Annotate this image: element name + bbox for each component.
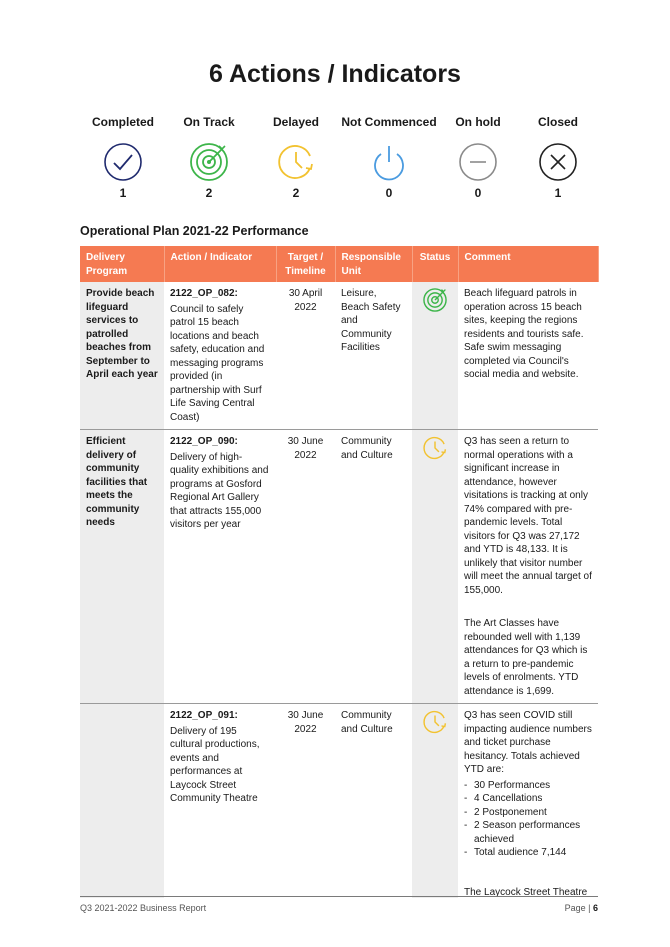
legend-label: On hold <box>455 114 501 129</box>
comment-cell: Q3 has seen a return to normal operation… <box>458 429 598 704</box>
status-cell <box>412 429 458 704</box>
legend-count: 1 <box>554 186 562 200</box>
target-cell: 30 April 2022 <box>276 282 335 430</box>
table-header-row: Delivery Program Action / Indicator Targ… <box>80 246 599 282</box>
x-circle-icon <box>508 140 608 184</box>
list-item: 4 Cancellations <box>464 792 592 806</box>
page-footer: Q3 2021-2022 Business Report Page | 6 <box>80 896 598 913</box>
legend-count: 0 <box>385 186 393 200</box>
target-icon <box>159 140 259 184</box>
table-row: 2122_OP_091: Delivery of 195 cultural pr… <box>80 703 598 898</box>
clock-arrow-icon <box>422 436 448 464</box>
program-cell: Provide beach lifeguard services to patr… <box>80 282 164 430</box>
action-cell: 2122_OP_091: Delivery of 195 cultural pr… <box>164 703 276 898</box>
section-title: Operational Plan 2021-22 Performance <box>80 224 309 238</box>
header-action: Action / Indicator <box>164 246 277 282</box>
footer-page-number: 6 <box>592 903 598 913</box>
legend-on-track: On Track 2 <box>159 104 259 201</box>
header-comment: Comment <box>458 246 599 282</box>
header-unit: Responsible Unit <box>335 246 413 282</box>
target-cell: 30 June 2022 <box>276 703 335 898</box>
legend-not-commenced: Not Commenced 0 <box>339 104 439 201</box>
status-cell <box>412 703 458 898</box>
legend-label: Completed <box>91 114 154 129</box>
table-row: Provide beach lifeguard services to patr… <box>80 282 598 430</box>
comment-bullets: 30 Performances 4 Cancellations 2 Postpo… <box>464 779 592 860</box>
action-code: 2122_OP_082: <box>170 288 238 299</box>
footer-report-name: Q3 2021-2022 Business Report <box>80 903 207 913</box>
performance-table: Delivery Program Action / Indicator Targ… <box>80 246 599 898</box>
power-icon <box>339 140 439 184</box>
comment-cell: Beach lifeguard patrols in operation acr… <box>458 282 598 430</box>
legend-label: Not Commenced <box>341 114 437 129</box>
action-cell: 2122_OP_090: Delivery of high-quality ex… <box>164 429 276 704</box>
target-cell: 30 June 2022 <box>276 429 335 704</box>
comment-text: Q3 has seen COVID still impacting audien… <box>464 710 592 775</box>
program-cell: Efficient delivery of community faciliti… <box>80 429 164 704</box>
comment-text: Q3 has seen a return to normal operation… <box>464 436 592 596</box>
comment-text: The Laycock Street Theatre building has … <box>464 886 588 898</box>
action-code: 2122_OP_091: <box>170 710 238 721</box>
comment-text: The Art Classes have rebounded well with… <box>464 618 588 697</box>
action-code: 2122_OP_090: <box>170 436 238 447</box>
status-legend: Completed 1 On Track 2 Delayed 2 Not Com… <box>73 104 608 201</box>
action-cell: 2122_OP_082: Council to safely patrol 15… <box>164 282 276 430</box>
target-icon <box>422 288 448 316</box>
page-title: 6 Actions / Indicators <box>209 60 461 88</box>
header-program: Delivery Program <box>80 246 165 282</box>
footer-page: Page | 6 <box>565 903 598 913</box>
table-row: Efficient delivery of community faciliti… <box>80 429 598 704</box>
comment-cell: Q3 has seen COVID still impacting audien… <box>458 703 598 898</box>
unit-cell: Community and Culture <box>335 429 412 704</box>
status-cell <box>412 282 458 430</box>
list-item: Total audience 7,144 <box>464 846 592 860</box>
legend-label: Closed <box>537 114 578 129</box>
list-item: 2 Postponement <box>464 806 592 820</box>
legend-completed: Completed 1 <box>73 104 173 201</box>
list-item: 2 Season performances achieved <box>464 819 592 846</box>
header-target: Target / Timeline <box>276 246 336 282</box>
legend-label: Delayed <box>272 114 320 129</box>
check-circle-icon <box>73 140 173 184</box>
legend-on-hold: On hold 0 <box>428 104 528 201</box>
minus-circle-icon <box>428 140 528 184</box>
list-item: 30 Performances <box>464 779 592 793</box>
clock-arrow-icon <box>422 710 448 738</box>
legend-count: 2 <box>205 186 213 200</box>
action-text: Delivery of high-quality exhibitions and… <box>170 451 269 531</box>
program-cell <box>80 703 164 898</box>
legend-count: 2 <box>292 186 300 200</box>
legend-label: On Track <box>183 114 235 129</box>
legend-delayed: Delayed 2 <box>246 104 346 201</box>
header-status: Status <box>412 246 459 282</box>
page-content: 6 Actions / Indicators Completed 1 On Tr… <box>0 0 670 898</box>
unit-cell: Community and Culture <box>335 703 412 898</box>
legend-count: 1 <box>119 186 127 200</box>
legend-count: 0 <box>474 186 482 200</box>
footer-page-label: Page | <box>564 903 591 913</box>
clock-arrow-icon <box>246 140 346 184</box>
unit-cell: Leisure, Beach Safety and Community Faci… <box>335 282 412 430</box>
action-text: Council to safely patrol 15 beach locati… <box>170 303 265 423</box>
legend-closed: Closed 1 <box>508 104 608 201</box>
action-text: Delivery of 195 cultural productions, ev… <box>170 725 260 805</box>
